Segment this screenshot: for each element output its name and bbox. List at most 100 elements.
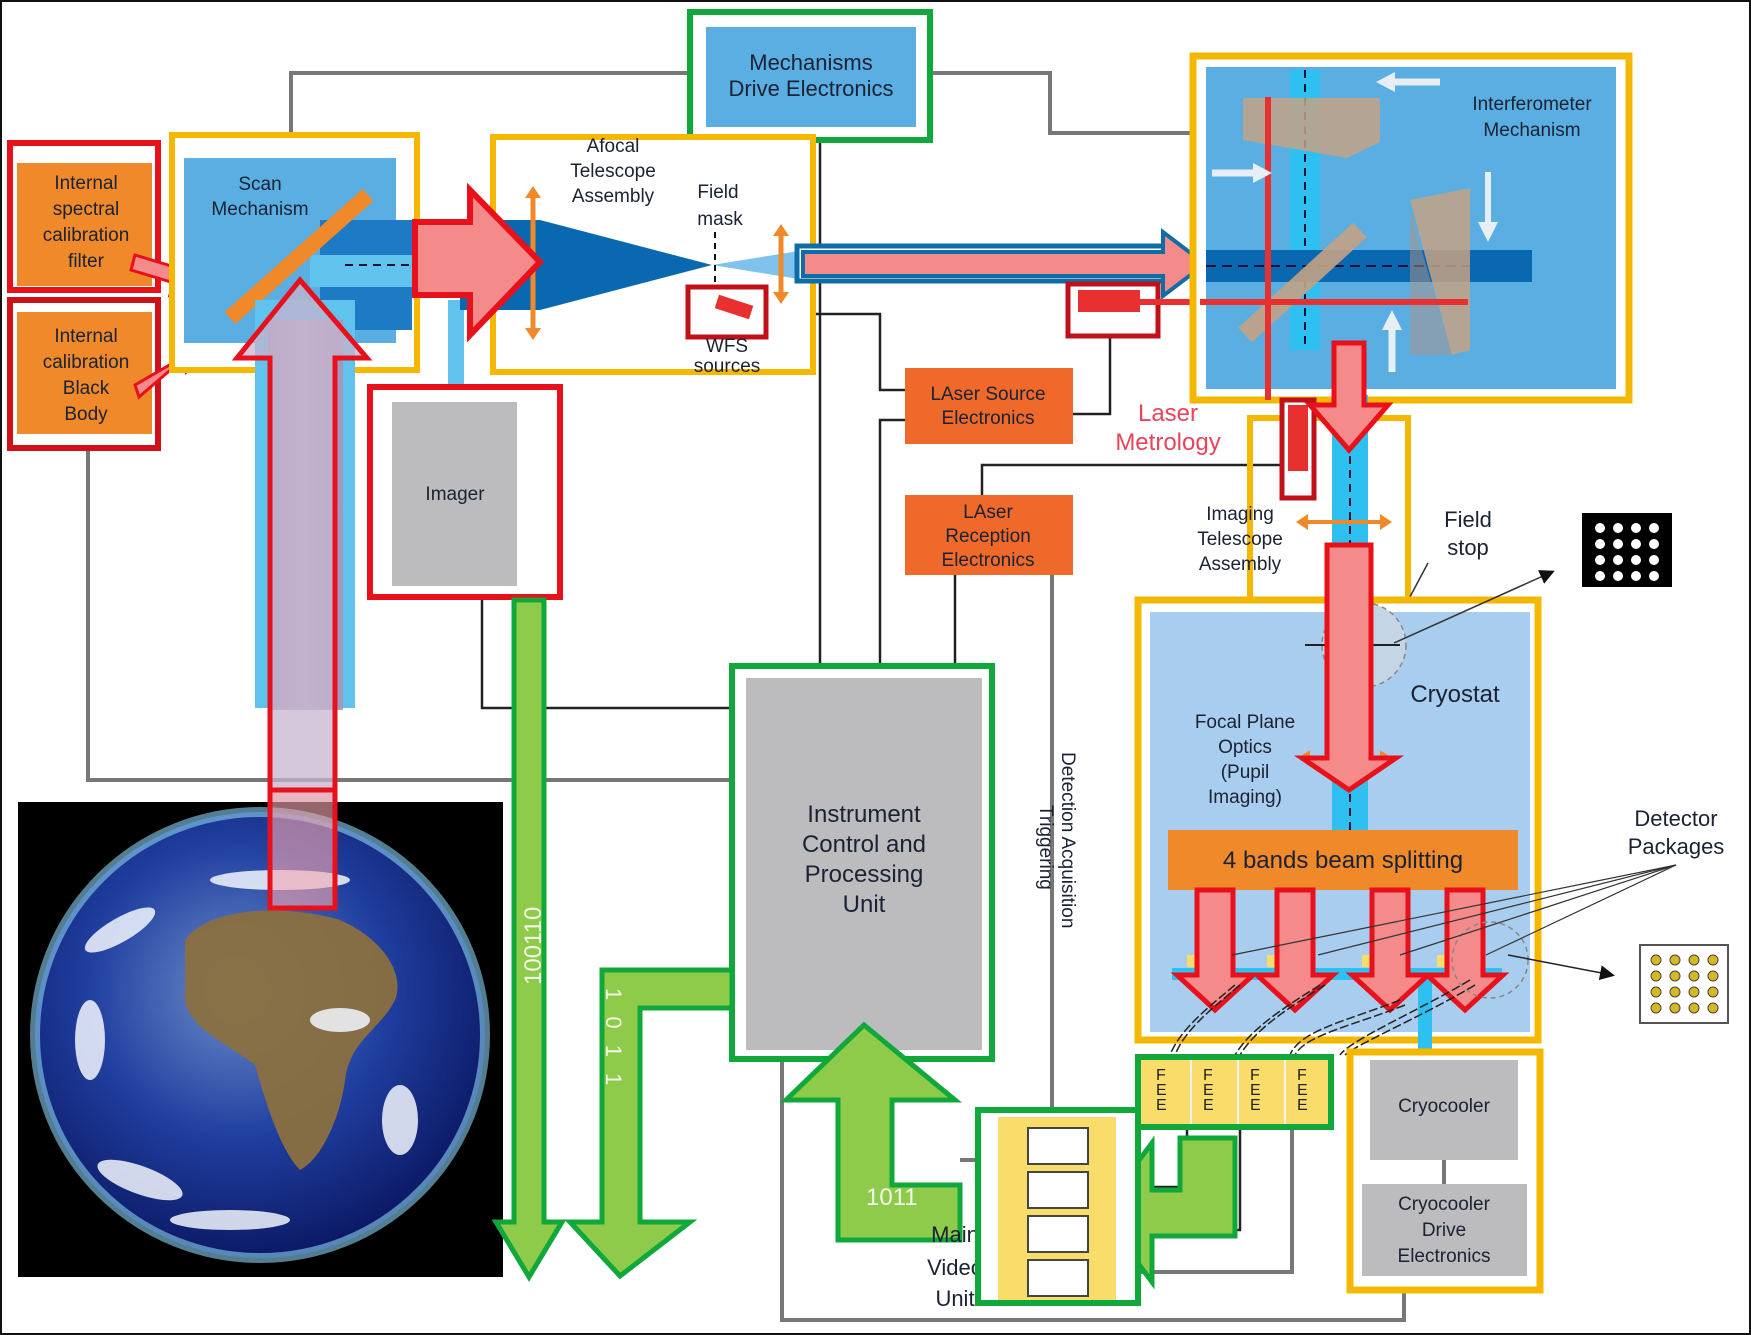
earth-radiance-arrow — [231, 276, 373, 913]
cryostat: Cryostat Focal Plane Optics (Pupil Imagi… — [1134, 542, 1555, 1056]
fee-letter: F — [1297, 1067, 1307, 1084]
icpu-line-4: Unit — [843, 891, 886, 918]
icpu-output-data-arrow: 1 0 1 1 — [564, 967, 735, 1280]
imager-stream-label: 100110 — [520, 907, 547, 985]
detector-dot — [1650, 1002, 1662, 1014]
cal-bb-line-3: Black — [63, 378, 110, 399]
field-stop-dot — [1613, 539, 1623, 549]
video-to-icpu-data-arrow: 1011 — [779, 1021, 963, 1243]
cal-filter-line-2: spectral — [53, 199, 120, 220]
interferometer-line-1: Interferometer — [1472, 94, 1592, 115]
cal-filter-line-3: calibration — [43, 225, 130, 246]
main-video-unit: Main Video Unit — [927, 1107, 1141, 1311]
cryocooler-subsystem: Cryocooler Cryocooler Drive Electronics — [1346, 1048, 1544, 1294]
afocal-line-3: Assembly — [572, 186, 655, 207]
detector-dot — [1688, 986, 1700, 998]
video-stream-label: 1011 — [866, 1184, 918, 1211]
detector-dot — [1707, 1002, 1719, 1014]
detector-dot — [1707, 970, 1719, 982]
detector-package-pattern-icon — [1639, 944, 1729, 1024]
video-line-2: Video — [927, 1255, 983, 1280]
trigger-line-1: Detection Acquisition — [1057, 752, 1078, 928]
fee-letter: E — [1203, 1097, 1214, 1114]
scan-mechanism: Scan Mechanism — [169, 132, 420, 373]
detector-dot — [1707, 954, 1719, 966]
icpu-line-3: Processing — [805, 861, 924, 888]
fee-letter: E — [1250, 1097, 1261, 1114]
afocal-line-1: Afocal — [587, 136, 640, 157]
interferometer-input-arrow — [801, 227, 1209, 301]
fee-letter: F — [1250, 1067, 1260, 1084]
afocal-line-2: Telescope — [570, 161, 656, 182]
detector-pointer-lines — [1231, 864, 1677, 956]
fee-letter: E — [1297, 1097, 1308, 1114]
ccde-line-3: Electronics — [1398, 1246, 1491, 1267]
band-arrow — [1345, 887, 1435, 1014]
scan-line-2: Mechanism — [211, 199, 308, 220]
field-stop-dot — [1649, 539, 1659, 549]
fpo-line-3: (Pupil — [1221, 762, 1270, 783]
icpu-stream-label: 1 0 1 1 — [601, 988, 626, 1090]
field-stop-dot — [1613, 523, 1623, 533]
field-stop-dot — [1631, 571, 1641, 581]
scan-line-1: Scan — [238, 174, 281, 195]
cryostat-label: Cryostat — [1410, 681, 1500, 708]
fee-letter: F — [1203, 1067, 1213, 1084]
lre-line-1: LAser — [963, 502, 1013, 523]
interferometer-output-arrow — [1304, 340, 1394, 454]
video-channel — [1027, 1171, 1089, 1209]
cryocooler-drive-electronics — [1362, 1184, 1527, 1276]
mde-line-1: Mechanisms — [749, 50, 872, 75]
field-stop-dot — [1631, 555, 1641, 565]
detector-dot — [1707, 986, 1719, 998]
field-stop-dot — [1649, 571, 1659, 581]
video-line-3: Unit — [935, 1286, 974, 1311]
detector-dot — [1688, 954, 1700, 966]
fee-letter: E — [1156, 1082, 1167, 1099]
detector-pkg-line-1: Detector — [1634, 806, 1717, 831]
field-stop-dot — [1631, 539, 1641, 549]
detector-dot — [1669, 986, 1681, 998]
field-stop-dot — [1649, 523, 1659, 533]
cal-bb-line-1: Internal — [54, 326, 117, 347]
fee-letter: E — [1250, 1082, 1261, 1099]
fee-letter: F — [1156, 1067, 1166, 1084]
lre-line-3: Electronics — [942, 550, 1035, 571]
detector-dot — [1650, 954, 1662, 966]
earth-observation-footprint — [267, 787, 338, 911]
lse-line-1: LAser Source — [930, 384, 1045, 405]
detector-dot — [1688, 970, 1700, 982]
cal-bb-line-4: Body — [64, 404, 108, 425]
laser-reception-electronics: LAser Reception Electronics — [905, 495, 1073, 575]
detector-dot — [1669, 970, 1681, 982]
laser-metrology-line-2: Metrology — [1115, 429, 1220, 456]
cal-filter-line-1: Internal — [54, 173, 117, 194]
field-stop-line-2: stop — [1447, 535, 1489, 560]
mechanisms-drive-electronics: Mechanisms Drive Electronics — [687, 9, 933, 143]
imager: Imager — [367, 384, 563, 600]
field-stop-dot — [1595, 555, 1605, 565]
wfs-line-1: WFS — [706, 336, 748, 357]
detector-dot — [1650, 986, 1662, 998]
ccde-line-1: Cryocooler — [1398, 1194, 1491, 1215]
fpo-line-2: Optics — [1218, 737, 1272, 758]
beam-splitting-block — [1168, 830, 1518, 890]
cal-filter-line-4: filter — [68, 251, 105, 272]
laser-metrology-line-1: Laser — [1138, 400, 1198, 427]
field-stop-line-1: Field — [1444, 507, 1492, 532]
field-stop-dot — [1613, 571, 1623, 581]
ita-line-2: Telescope — [1197, 529, 1283, 550]
icpu-line-1: Instrument — [807, 801, 921, 828]
field-stop-dot — [1595, 571, 1605, 581]
field-mask-line-1: Field — [697, 182, 738, 203]
cryocooler-label: Cryocooler — [1398, 1096, 1491, 1117]
trigger-line-2: Triggering — [1035, 805, 1056, 890]
detector-pkg-line-2: Packages — [1628, 834, 1725, 859]
imager-data-arrow: 100110 — [491, 597, 567, 1282]
video-line-1: Main — [931, 1222, 979, 1247]
lre-line-2: Reception — [945, 526, 1031, 547]
detector-dot — [1669, 954, 1681, 966]
wfs-line-2: sources — [694, 356, 761, 377]
scan-mirror — [224, 189, 374, 324]
